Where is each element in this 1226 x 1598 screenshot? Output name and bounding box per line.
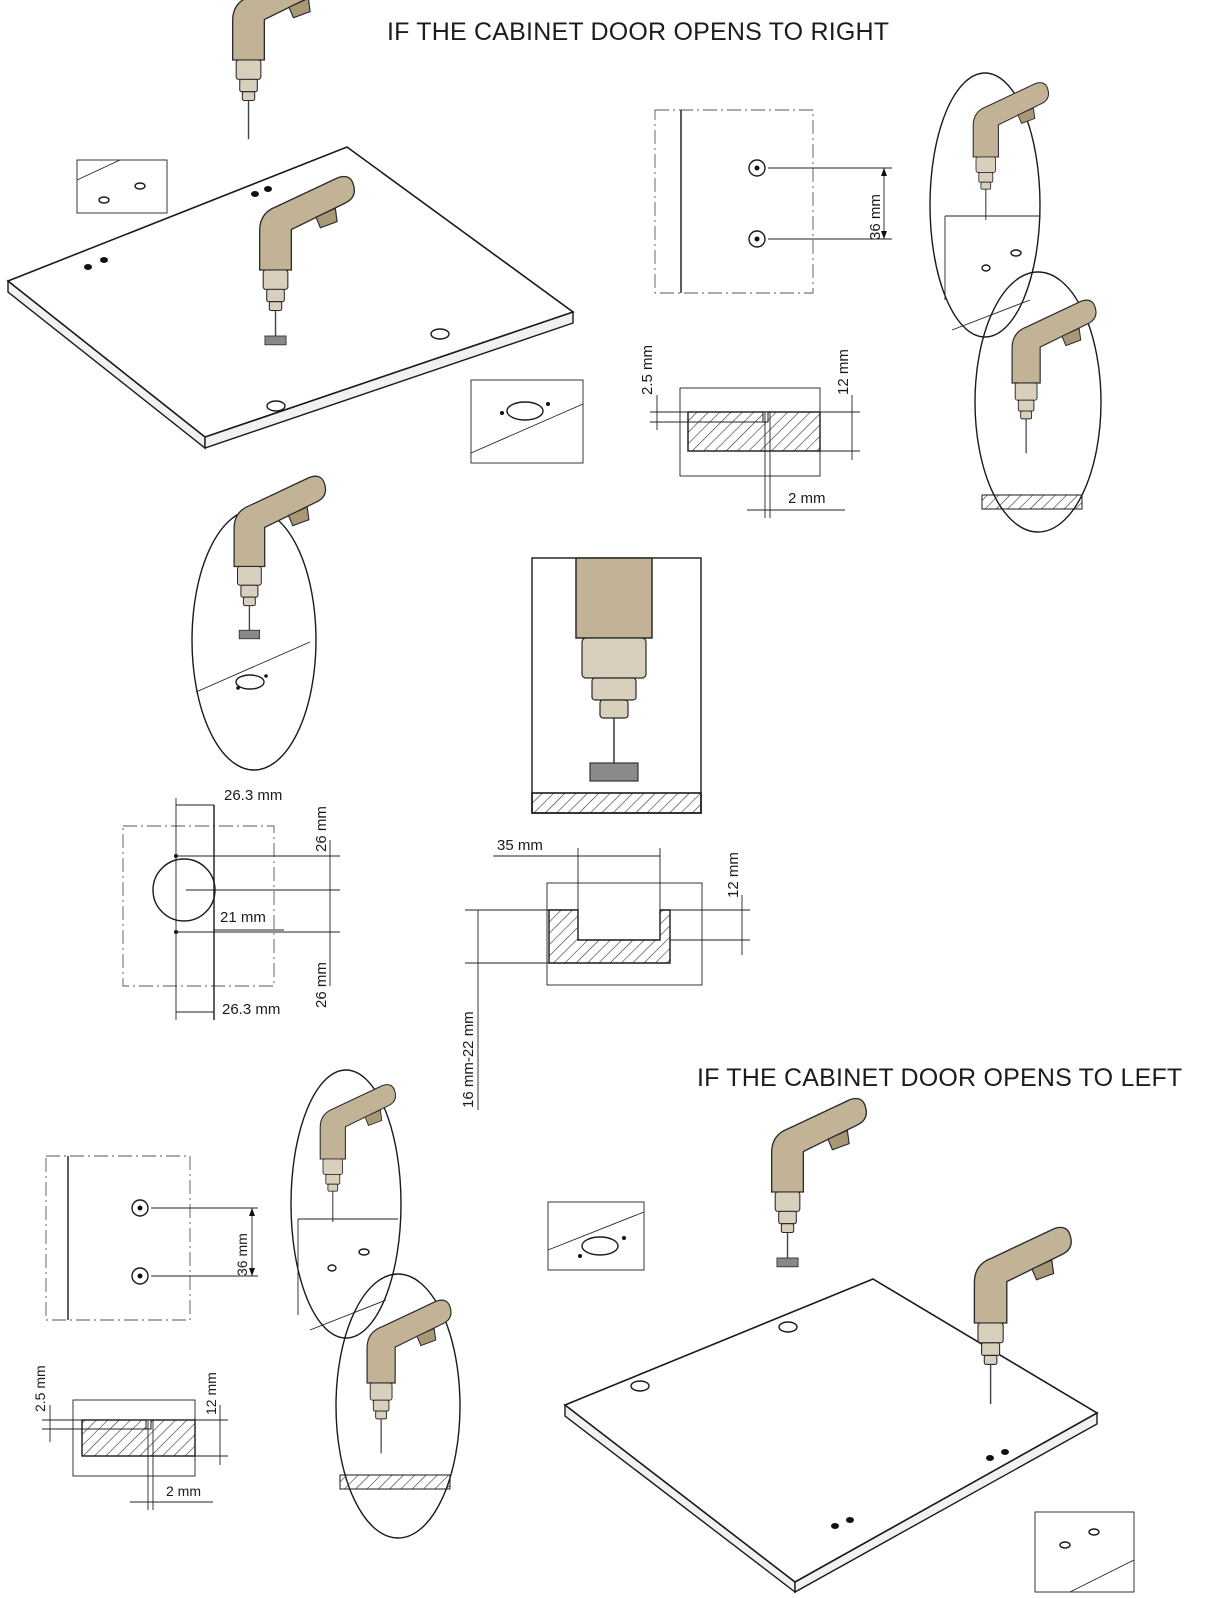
pilot-section-right: 2 mm 2.5 mm 12 mm <box>639 345 860 518</box>
heading-door-opens-right: IF THE CABINET DOOR OPENS TO RIGHT <box>387 18 890 46</box>
pilot-section-left: 2 mm 2.5 mm 12 mm <box>32 1365 228 1510</box>
dim-2mm-bottom: 2 mm <box>166 1483 201 1499</box>
detail-oval-cup <box>191 475 327 771</box>
heading-door-opens-left: IF THE CABINET DOOR OPENS TO LEFT <box>697 1064 1183 1092</box>
detail-box-cup-hole-top <box>470 379 584 464</box>
board-right-door <box>6 146 575 450</box>
dim-26mm-upper: 26 mm <box>313 806 330 852</box>
forstner-bit-icon <box>770 1097 868 1268</box>
dim-16-22mm: 16 mm-22 mm <box>460 1011 477 1108</box>
cup-layout-plan: 26.3 mm 26.3 mm 26 mm 26 mm 21 mm <box>122 787 340 1020</box>
detail-box-pilot-holes-top <box>76 159 168 214</box>
dim-2-5mm-top: 2.5 mm <box>639 345 656 395</box>
dim-35mm: 35 mm <box>497 837 543 854</box>
dim-2-5mm-bottom: 2.5 mm <box>32 1365 48 1412</box>
forstner-detail-frame <box>531 557 702 814</box>
dim-12mm-top: 12 mm <box>835 349 852 395</box>
drill-icon <box>231 0 329 140</box>
dim-36mm-bottom: 36 mm <box>234 1233 250 1276</box>
detail-box-cup-hole-bottom <box>547 1201 645 1271</box>
dim-26-3mm-top: 26.3 mm <box>224 787 282 804</box>
dim-12mm-bottom: 12 mm <box>203 1372 219 1415</box>
detail-oval-pilot-top <box>929 72 1050 338</box>
dim-26-3mm-bottom: 26.3 mm <box>222 1001 280 1018</box>
detail-box-pilot-holes-bottom <box>1034 1511 1135 1593</box>
dim-12mm-cup: 12 mm <box>725 852 742 898</box>
hole-spacing-plan-left: 36 mm <box>45 1155 258 1321</box>
detail-oval-depth-top <box>974 271 1102 533</box>
dim-2mm-top: 2 mm <box>788 490 826 507</box>
dim-26mm-lower: 26 mm <box>313 962 330 1008</box>
board-left-door <box>563 1278 1099 1594</box>
dim-21mm: 21 mm <box>220 909 266 926</box>
detail-oval-depth-bottom <box>335 1273 461 1539</box>
detail-oval-pilot-bottom <box>290 1069 402 1339</box>
dim-36mm-top: 36 mm <box>867 194 884 240</box>
cup-section: 35 mm 12 mm 16 mm-22 mm <box>460 837 750 1110</box>
hole-spacing-plan-right: 36 mm <box>654 109 892 294</box>
